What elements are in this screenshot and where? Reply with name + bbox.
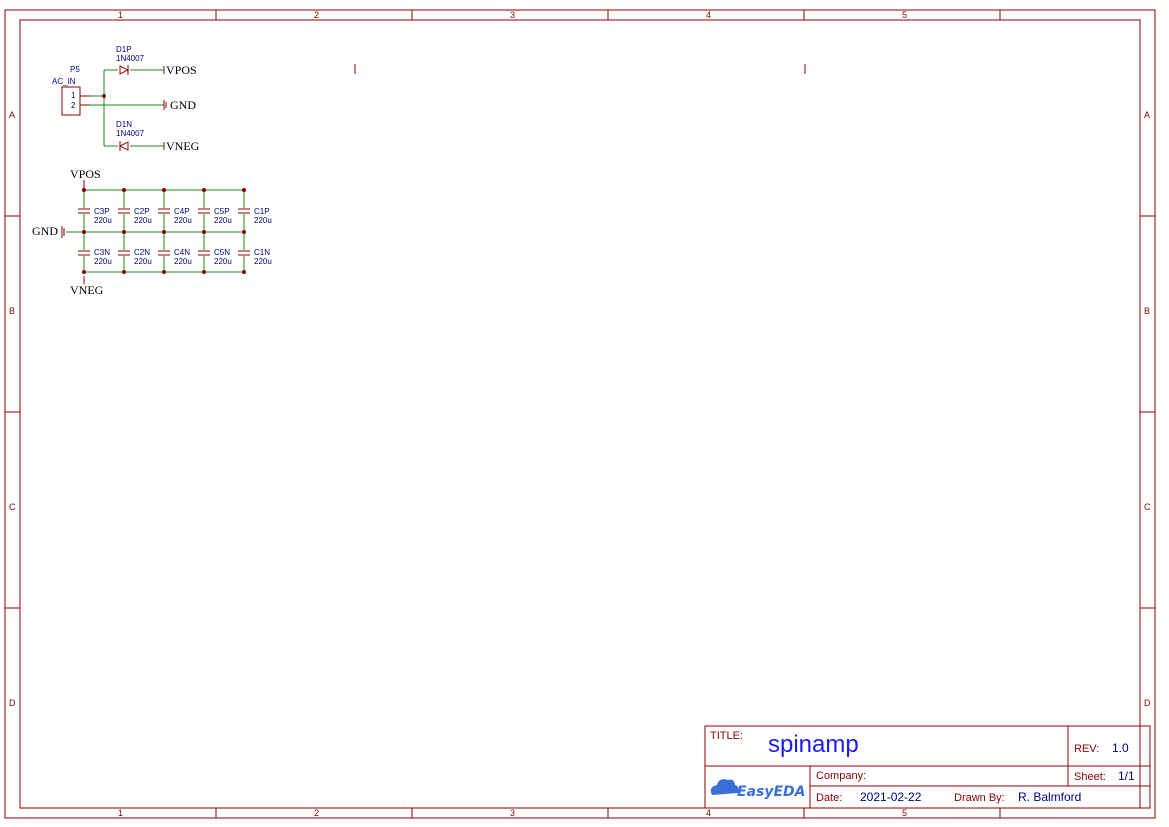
drawn-by-value: R. Balmford <box>1018 790 1081 804</box>
company-label: Company: <box>816 770 866 782</box>
zone-col-2-bottom: 2 <box>314 808 319 818</box>
vneg-label-caps: VNEG <box>70 283 104 297</box>
zone-col-3-bottom: 3 <box>510 808 515 818</box>
date-label: Date: <box>816 792 842 804</box>
cap-bottom-value-1: 220u <box>134 257 152 266</box>
capacitor-columns: C3P220uC3N220uC2P220uC2N220uC4P220uC4N22… <box>78 188 272 274</box>
rev-value: 1.0 <box>1112 741 1129 755</box>
cap-bottom-ref-3: C5N <box>214 248 230 257</box>
cap-bottom-value-3: 220u <box>214 257 232 266</box>
p5-ref: P5 <box>70 65 80 74</box>
rev-label: REV: <box>1074 743 1099 755</box>
cap-top-ref-1: C2P <box>134 207 150 216</box>
cap-bottom-ref-0: C3N <box>94 248 110 257</box>
zone-row-b-left: B <box>9 306 15 316</box>
drawing-title: spinamp <box>768 731 859 758</box>
zone-row-d-right: D <box>1144 698 1151 708</box>
d1n-ref: D1N <box>116 120 132 129</box>
zone-col-3-top: 3 <box>510 10 515 20</box>
zone-col-4-top: 4 <box>706 10 711 20</box>
zone-col-2-top: 2 <box>314 10 319 20</box>
p5-value: AC_IN <box>52 77 76 86</box>
d1p-ref: D1P <box>116 45 132 54</box>
cap-top-value-2: 220u <box>174 216 192 225</box>
zone-col-4-bottom: 4 <box>706 808 711 818</box>
zone-row-b-right: B <box>1144 306 1150 316</box>
sheet-label: Sheet: <box>1074 771 1106 783</box>
cloud-icon <box>710 779 739 795</box>
d1p-value: 1N4007 <box>116 54 145 63</box>
cap-top-ref-0: C3P <box>94 207 110 216</box>
drawn-by-label: Drawn By: <box>954 792 1005 804</box>
zone-row-c-left: C <box>9 502 16 512</box>
cap-top-value-4: 220u <box>254 216 272 225</box>
vpos-label-power: VPOS <box>166 63 197 77</box>
gnd-label-power: GND <box>170 98 196 112</box>
zone-col-1-bottom: 1 <box>118 808 123 818</box>
decoupling-capacitor-bank: VPOS VNEG GND C3P220uC3N220uC2P220uC2N22… <box>32 167 272 297</box>
cap-top-value-0: 220u <box>94 216 112 225</box>
cap-bottom-ref-4: C1N <box>254 248 270 257</box>
sheet-frame: 1 2 3 4 5 1 2 3 4 5 A B C D A B C D <box>4 9 1156 819</box>
date-value: 2021-02-22 <box>860 790 922 804</box>
cap-top-value-3: 220u <box>214 216 232 225</box>
cap-top-ref-3: C5P <box>214 207 230 216</box>
gnd-label-caps: GND <box>32 224 58 238</box>
cap-bottom-value-0: 220u <box>94 257 112 266</box>
sheet-value: 1/1 <box>1118 769 1135 783</box>
cap-bottom-ref-2: C4N <box>174 248 190 257</box>
cap-top-value-1: 220u <box>134 216 152 225</box>
vpos-label-caps: VPOS <box>70 167 101 181</box>
zone-row-d-left: D <box>9 698 16 708</box>
title-block: TITLE: spinamp REV: 1.0 Company: Sheet: … <box>704 725 1151 809</box>
d1n-value: 1N4007 <box>116 129 145 138</box>
cap-bottom-value-4: 220u <box>254 257 272 266</box>
p5-pin1: 1 <box>71 91 76 100</box>
logo-text: EasyEDA <box>737 784 806 800</box>
cap-bottom-value-2: 220u <box>174 257 192 266</box>
zone-col-5-top: 5 <box>902 10 907 20</box>
power-input-section: P5 AC_IN 1 2 D1P 1N4007 VPOS GND D1N 1N4… <box>52 45 200 153</box>
cap-bottom-ref-1: C2N <box>134 248 150 257</box>
p5-pin2: 2 <box>71 101 76 110</box>
zone-col-5-bottom: 5 <box>902 808 907 818</box>
cap-top-ref-4: C1P <box>254 207 270 216</box>
zone-row-c-right: C <box>1144 502 1151 512</box>
vneg-label-power: VNEG <box>166 139 200 153</box>
zone-col-1-top: 1 <box>118 10 123 20</box>
easyeda-logo: EasyEDA <box>710 779 806 800</box>
cap-top-ref-2: C4P <box>174 207 190 216</box>
title-label: TITLE: <box>710 730 743 742</box>
zone-row-a-right: A <box>1144 110 1150 120</box>
zone-row-a-left: A <box>9 110 15 120</box>
